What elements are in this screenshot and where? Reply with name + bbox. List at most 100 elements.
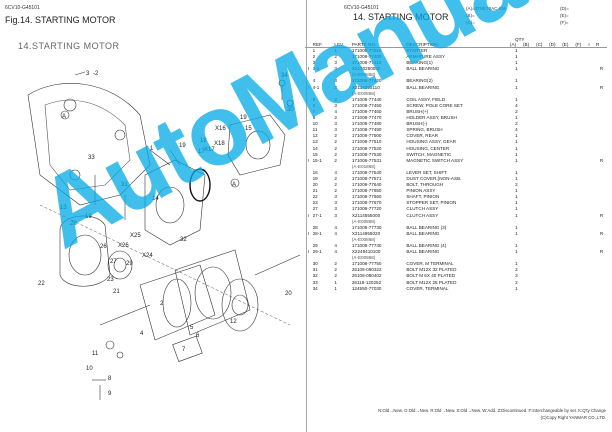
row-qty-a: 1 (515, 151, 518, 157)
armature (139, 264, 216, 341)
row-description: MAGNETIC SWITCH ASSY (406, 157, 464, 163)
col-c: (C) (536, 38, 550, 48)
row-lev: 3 (334, 84, 337, 90)
row-description: BRUSH(+) (406, 108, 429, 114)
legend-f: (F)= (560, 20, 569, 25)
row-r-flag: R (599, 230, 604, 236)
callout-33: 33 (88, 155, 95, 161)
row-ref: 4 (312, 78, 316, 84)
row-description: STARTER (406, 48, 428, 53)
row-ref: 21 (312, 188, 318, 194)
row-ref: 27 (312, 206, 318, 212)
row-qty-a: 1 (515, 133, 518, 139)
col-lev: LEV. (334, 38, 352, 48)
row-ref: 15 (312, 151, 318, 157)
row-parts-no: (A-E00868) (351, 90, 376, 96)
row-ref: 2 (312, 54, 316, 60)
parts-table-header: REF. LEV. PARTS NO. DESCRIPTION (A) (B) … (305, 38, 607, 48)
row-parts-no: 171008-77420 (351, 78, 382, 84)
row-qty-a: 1 (515, 54, 518, 60)
row-qty-a: 1 (515, 157, 518, 163)
row-ref: 1 (312, 48, 316, 53)
row-qty-a: 1 (515, 243, 518, 248)
row-parts-no: X2114955020 (351, 230, 381, 236)
row-description: SHAFT, PINION (406, 194, 440, 200)
row-ref: 10 (312, 121, 318, 127)
callout-19c: 19 (85, 214, 92, 220)
parts-row-applicability: (A-E00868) (305, 72, 607, 78)
row-qty-a: 1 (515, 188, 518, 194)
row-qty-a: 4 (515, 102, 518, 108)
row-description: CLUTCH ASSY (406, 206, 439, 212)
row-ref: 33 (312, 279, 318, 285)
callout-8: 8 (108, 376, 112, 382)
right-page-title: 14. STARTING MOTOR (353, 12, 449, 22)
row-ref: 7 (312, 108, 316, 114)
row-parts-no: 26106-080402 (351, 273, 382, 279)
row-ref: 34 (312, 285, 318, 291)
row-description: BALL BEARING (406, 84, 440, 90)
row-parts-no: 171008-77490 (351, 127, 382, 133)
row-qty-a: 4 (515, 127, 518, 133)
row-lev: 1 (334, 279, 337, 285)
row-ref: 27-1 (312, 212, 322, 218)
row-description: SPRING, BRUSH (406, 127, 443, 133)
row-description: BEARING(1) (406, 60, 433, 66)
callout-17: 17 (198, 149, 205, 155)
row-lev: 4 (334, 224, 337, 230)
row-description: CLUTCH ASSY (406, 212, 439, 218)
callout-32: 32 (180, 237, 187, 243)
col-parts-no: PARTS NO. (351, 38, 407, 48)
col-r: R (596, 38, 607, 48)
callout-x25: X25 (130, 233, 141, 239)
callout-27: 27 (110, 259, 117, 265)
row-r-flag (596, 48, 607, 55)
row-description: HOLDER ASSY, BRUSH (406, 115, 457, 121)
callout-26: 26 (100, 244, 107, 250)
row-parts-no: (A-E00868) (351, 236, 376, 242)
row-qty-a: 1 (515, 145, 518, 151)
callout-28: 28 (70, 221, 77, 227)
row-ref: 13 (312, 139, 318, 145)
row-description: ARMATURE ASSY (406, 54, 446, 60)
row-parts-no: 171008-77571 (351, 175, 382, 181)
row-lev: 4 (334, 243, 337, 248)
row-ref: 28-1 (312, 230, 322, 236)
row-ref: 12 (312, 133, 318, 139)
row-parts-no: 171008-77520 (351, 145, 382, 151)
gear-housing (59, 215, 111, 287)
callout-4: 4 (140, 331, 144, 337)
rear-cover (221, 278, 259, 332)
row-description: SWITCH, MAGNETIC (406, 151, 452, 157)
row-description: BALL BEARING (406, 66, 440, 72)
col-e: (E) (562, 38, 576, 48)
parts-row-applicability: (A-E00868) (305, 219, 607, 225)
row-ref: 30 (312, 261, 318, 267)
row-parts-no: (A-E01868) (351, 163, 376, 169)
row-ref: 3 (312, 60, 316, 66)
row-lev: 1 (334, 48, 337, 53)
col-ref: REF. (312, 38, 335, 48)
row-ref: 32 (312, 273, 318, 279)
row-i (588, 48, 596, 55)
row-description: PINION ASSY (406, 188, 436, 194)
callout-29: 29 (126, 261, 133, 267)
callout-x26: X26 (118, 243, 129, 249)
row-parts-no: 171008-77440 (351, 96, 382, 102)
row-qty-a: 1 (515, 249, 518, 255)
row-parts-no: 171008-77460 (351, 108, 382, 114)
row-qty-a: 2 (515, 121, 518, 127)
